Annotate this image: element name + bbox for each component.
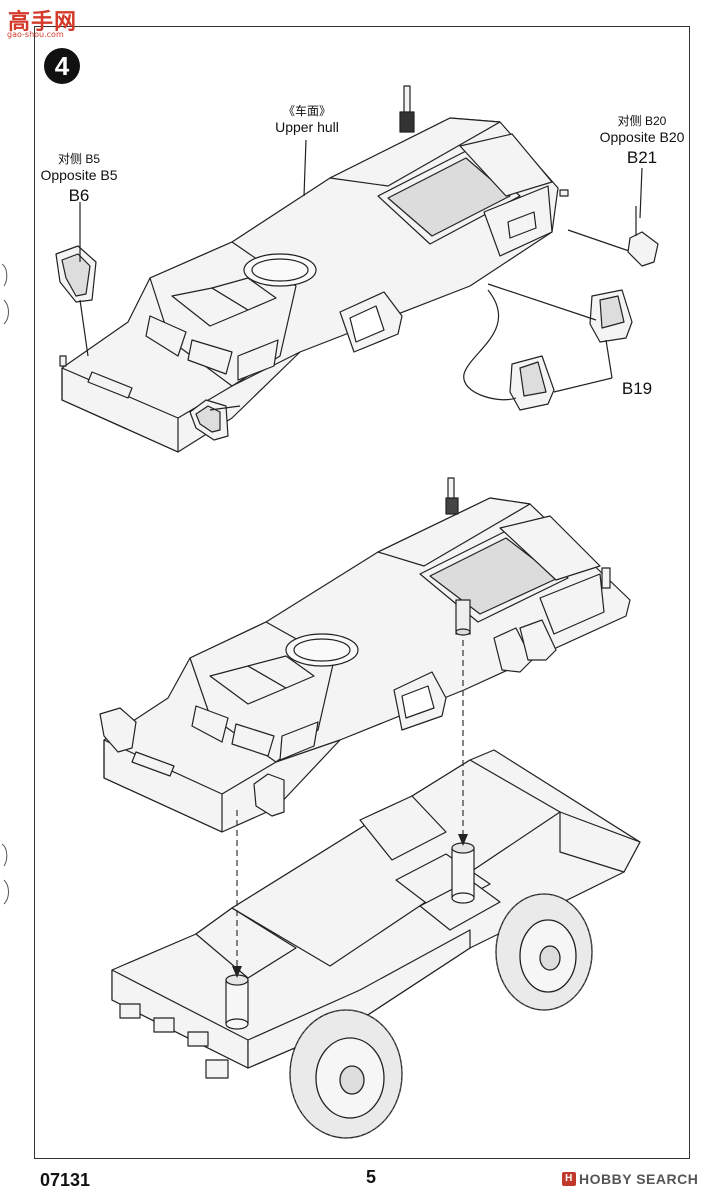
part-b19-number: B19 — [621, 379, 653, 398]
step-number: 4 — [54, 50, 70, 81]
watermark-url: gao-shou.com — [7, 30, 64, 39]
lower-hull-chassis — [111, 749, 641, 1079]
upper-hull-label-cn: 《车面》 — [282, 104, 331, 118]
part-b6-number: B6 — [68, 185, 90, 205]
rear-wheel — [495, 893, 593, 1011]
watermark-logo: 高手网 gao-shou.com — [6, 4, 86, 39]
alignment-arrowheads — [232, 834, 468, 978]
upper-hull-top — [55, 85, 659, 453]
brand-text: HOBBY SEARCH — [579, 1171, 699, 1187]
upper-hull-label-en: Upper hull — [275, 119, 339, 135]
product-code: 07131 — [40, 1170, 91, 1190]
leader-lines-top — [79, 139, 643, 401]
part-b6-opposite-cn: 对侧 B5 — [57, 152, 100, 166]
binding-mark-bottom — [1, 843, 9, 905]
alignment-lines — [236, 640, 464, 976]
front-wheel — [289, 1009, 403, 1139]
part-b21-opposite-cn: 对侧 B20 — [617, 114, 667, 128]
watermark-text: 高手网 — [8, 10, 78, 35]
hobby-search-watermark: H HOBBY SEARCH — [562, 1171, 698, 1187]
part-b21-number: B21 — [626, 147, 658, 167]
part-b6-label: 对侧 B5 Opposite B5 B6 — [36, 152, 122, 206]
part-b6-opposite-en: Opposite B5 — [40, 167, 118, 183]
part-b21-opposite-en: Opposite B20 — [599, 129, 685, 145]
page-frame — [34, 26, 690, 1159]
part-b21-label: 对侧 B20 Opposite B20 B21 — [594, 114, 690, 168]
brand-logo-icon: H — [562, 1172, 576, 1186]
part-b19-label: B19 — [612, 378, 662, 399]
page-number: 5 — [366, 1167, 377, 1187]
step-number-badge: 4 — [44, 48, 80, 84]
upper-hull-label: 《车面》 Upper hull — [262, 104, 352, 137]
binding-mark-top — [1, 263, 9, 325]
upper-hull-assembled — [99, 477, 631, 833]
